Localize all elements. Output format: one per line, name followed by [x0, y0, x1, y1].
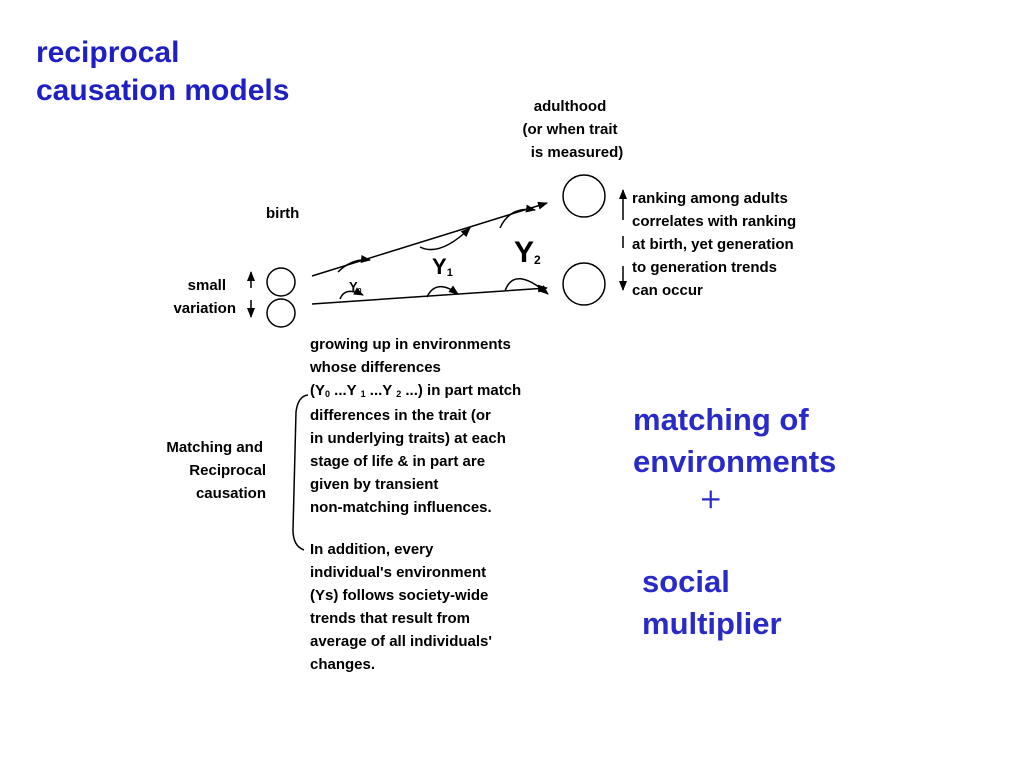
page-title: reciprocal causation models — [36, 34, 289, 110]
title-line-1: reciprocal — [36, 36, 180, 69]
ranking-line-1: ranking among adults — [632, 190, 788, 207]
adulthood-line-1: adulthood — [533, 98, 607, 115]
ranking-line-4: to generation trends — [632, 259, 778, 276]
y1-label: Y1 — [432, 254, 453, 280]
adult-circle-top — [562, 174, 606, 218]
birth-label: birth — [266, 205, 300, 222]
title-line-2: causation models — [36, 74, 290, 107]
matching-line-1: Matching and — [166, 439, 263, 456]
y1-sub: 1 — [446, 267, 453, 279]
para1-y-open: (Y — [310, 382, 325, 399]
upper-influence-arrow-0 — [337, 255, 371, 273]
matching-reciprocal-label: Matching and Reciprocal causation — [120, 436, 266, 505]
para1-sub-2: 2 — [396, 389, 402, 399]
para2-line-2: individual's environment — [310, 564, 487, 581]
lower-trajectory-arrow — [311, 284, 548, 305]
para2-line-3: (Ys) follows society-wide — [310, 587, 489, 604]
upper-influence-arrow-2 — [499, 204, 536, 229]
matching-bracket — [292, 394, 309, 551]
adulthood-label: adulthood (or when trait is measured) — [495, 95, 645, 164]
y2-sub: 2 — [534, 253, 541, 267]
small-variation-label: small variation — [120, 274, 236, 320]
para2-line-5: average of all individuals' — [310, 633, 492, 650]
para1-y-mid1: ...Y — [330, 382, 361, 399]
ranking-line-2: correlates with ranking — [632, 213, 797, 230]
matching-env-line-1: matching of — [633, 402, 809, 437]
adult-circle-bottom — [562, 262, 606, 306]
plus-sign: + — [699, 482, 723, 515]
para2-line-1: In addition, every — [310, 541, 434, 558]
para1-line-8: non-matching influences. — [310, 499, 492, 516]
para1-line-3: (Y0 ...Y 1 ...Y 2 ...) in part match — [310, 379, 521, 404]
para1-line-7: given by transient — [310, 476, 439, 493]
para1-sub-1: 1 — [360, 389, 366, 399]
matching-line-2: Reciprocal — [189, 462, 266, 479]
para1-line-4: differences in the trait (or — [310, 407, 491, 424]
small-variation-line-1: small — [187, 277, 226, 294]
matching-env-line-2: environments — [633, 444, 837, 479]
birth-circle-top — [266, 267, 296, 297]
para1-line-5: in underlying traits) at each — [310, 430, 506, 447]
upper-influence-arrow-1 — [419, 227, 471, 251]
ranking-label: ranking among adults correlates with ran… — [632, 187, 796, 302]
para1-sub-0: 0 — [325, 389, 331, 399]
lower-influence-arrow-2 — [504, 278, 549, 295]
paragraph-growing-up: growing up in environments whose differe… — [310, 333, 521, 519]
adulthood-line-2: (or when trait — [522, 121, 618, 138]
para1-line-1: growing up in environments — [310, 336, 511, 353]
ranking-line-5: can occur — [632, 282, 703, 299]
social-line-1: social — [642, 564, 730, 599]
para1-y-mid2: ...Y — [365, 382, 397, 399]
para2-line-4: trends that result from — [310, 610, 471, 627]
social-line-2: multiplier — [642, 606, 782, 641]
social-multiplier: social multiplier — [642, 561, 782, 645]
upper-trajectory-arrow — [311, 201, 548, 277]
birth-circle-bottom — [266, 298, 296, 328]
para2-line-6: changes. — [310, 656, 376, 673]
para1-line-6: stage of life & in part are — [310, 453, 486, 470]
lower-influence-arrow-1 — [426, 285, 459, 298]
matching-of-environments: matching of environments — [633, 399, 836, 483]
lower-influence-arrow-0 — [339, 287, 364, 300]
small-variation-line-2: variation — [173, 300, 236, 317]
y2-base: Y — [514, 236, 535, 269]
ranking-line-3: at birth, yet generation — [632, 236, 794, 253]
matching-line-3: causation — [195, 485, 266, 502]
para1-line-2: whose differences — [310, 359, 441, 376]
y2-label: Y2 — [514, 236, 541, 270]
paragraph-in-addition: In addition, every individual's environm… — [310, 538, 492, 676]
y0-base: Y — [349, 279, 358, 294]
adulthood-line-3: is measured) — [530, 144, 624, 161]
y1-base: Y — [432, 254, 447, 279]
para1-y-close: ...) in part match — [401, 382, 522, 399]
